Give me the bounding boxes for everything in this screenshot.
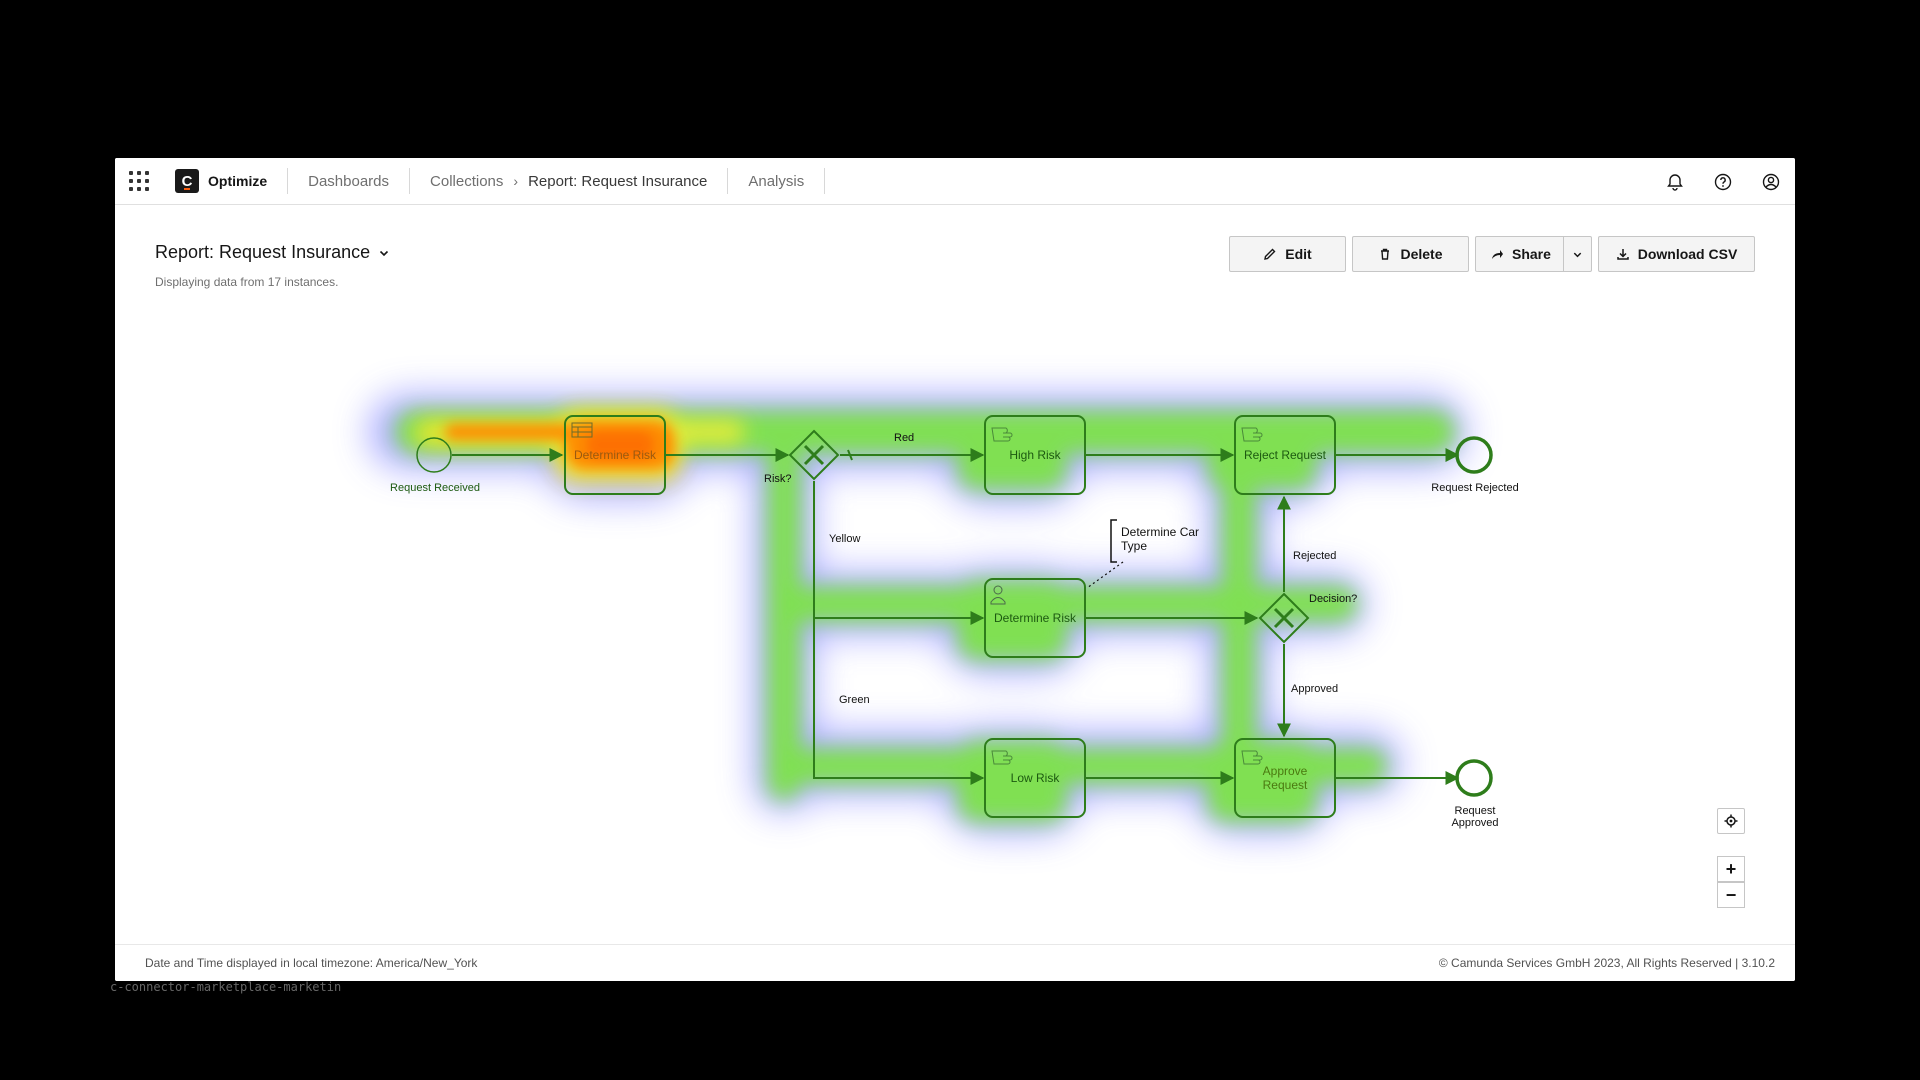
download-label: Download CSV	[1637, 246, 1738, 262]
end-event-rejected-label: Request Rejected	[1431, 482, 1518, 494]
flow-label-approved: Approved	[1291, 683, 1338, 695]
diagram-zoom-controls: + −	[1717, 808, 1745, 908]
pencil-icon	[1264, 248, 1276, 260]
nav-collections[interactable]: Collections	[430, 172, 504, 190]
flow-label-rejected: Rejected	[1293, 550, 1336, 562]
crosshair-icon	[1724, 814, 1738, 828]
share-arrow-icon	[1492, 250, 1503, 259]
gateway-decision[interactable]	[1258, 592, 1310, 644]
app-switcher-button[interactable]	[115, 158, 163, 205]
task-reject-request[interactable]: Reject Request	[1234, 415, 1336, 495]
notifications-button[interactable]	[1651, 158, 1699, 205]
delete-button[interactable]: Delete	[1352, 236, 1469, 272]
divider	[824, 168, 826, 194]
sequence-flows	[452, 448, 1460, 785]
task-label: Determine Risk	[574, 448, 657, 462]
report-actions: Edit Delete Share Download CSV	[1229, 236, 1755, 272]
svg-text:Determine Car: Determine Car	[1121, 525, 1199, 539]
task-determine-risk-business-rule[interactable]: Determine Risk	[564, 415, 666, 495]
user-menu-button[interactable]	[1747, 158, 1795, 205]
chevron-right-icon: ›	[513, 173, 519, 189]
chevron-down-icon	[1573, 252, 1582, 257]
task-label: Approve	[1263, 764, 1308, 778]
manual-task-icon	[1241, 750, 1263, 765]
divider	[727, 168, 729, 194]
gateway-decision-label: Decision?	[1309, 593, 1357, 605]
flow-label-red: Red	[894, 432, 914, 444]
text-annotation: Determine Car Type	[1086, 519, 1199, 589]
download-csv-button[interactable]: Download CSV	[1598, 236, 1755, 272]
gateway-risk[interactable]	[788, 429, 840, 481]
task-low-risk[interactable]: Low Risk	[984, 738, 1086, 818]
end-event-approved-label: Request	[1455, 805, 1496, 817]
delete-label: Delete	[1400, 246, 1443, 262]
footer: Date and Time displayed in local timezon…	[115, 944, 1795, 981]
flow-label-green: Green	[839, 694, 870, 706]
zoom-in-button[interactable]: +	[1717, 856, 1745, 882]
chevron-down-icon	[380, 250, 389, 256]
grid-icon	[129, 171, 149, 191]
report-title: Report: Request Insurance	[155, 242, 371, 262]
manual-task-icon	[991, 427, 1013, 442]
task-label: High Risk	[1009, 448, 1061, 462]
bpmn-diagram[interactable]: Request Received Determine Risk Risk? Re…	[115, 158, 1795, 981]
share-dropdown-toggle[interactable]	[1563, 237, 1591, 271]
camunda-logo-icon: C	[175, 169, 199, 193]
brand-name: Optimize	[208, 173, 268, 189]
app-window: Request Received Determine Risk Risk? Re…	[115, 158, 1795, 981]
end-event-approved[interactable]	[1455, 759, 1493, 797]
timezone-note: Date and Time displayed in local timezon…	[145, 956, 478, 970]
background-terminal-text: c-connector-marketplace-marketin	[110, 980, 342, 994]
brand[interactable]: C Optimize	[163, 158, 287, 205]
download-icon	[1616, 249, 1629, 260]
share-label: Share	[1512, 246, 1551, 262]
flow-label-yellow: Yellow	[829, 533, 860, 545]
nav-analysis[interactable]: Analysis	[748, 172, 805, 190]
edit-button[interactable]: Edit	[1229, 236, 1346, 272]
start-event[interactable]	[416, 437, 452, 473]
edit-label: Edit	[1285, 246, 1312, 262]
top-nav-bar: C Optimize Dashboards Collections › Repo…	[115, 158, 1795, 205]
end-event-approved-label: Approved	[1451, 817, 1498, 829]
task-label: Determine Risk	[994, 611, 1077, 625]
trash-icon	[1381, 248, 1390, 260]
help-button[interactable]	[1699, 158, 1747, 205]
manual-task-icon	[991, 750, 1013, 765]
divider	[287, 168, 289, 194]
task-high-risk[interactable]: High Risk	[984, 415, 1086, 495]
svg-text:Type: Type	[1121, 539, 1147, 553]
table-icon	[571, 422, 593, 438]
copyright: © Camunda Services GmbH 2023, All Rights…	[1438, 956, 1775, 970]
share-main[interactable]: Share	[1476, 237, 1555, 271]
report-title-dropdown[interactable]: Report: Request Insurance	[155, 242, 390, 263]
manual-task-icon	[1241, 427, 1263, 442]
task-label: Request	[1263, 778, 1308, 792]
zoom-out-button[interactable]: −	[1717, 882, 1745, 908]
x-icon	[1273, 607, 1295, 629]
start-event-label: Request Received	[390, 482, 480, 494]
user-icon	[990, 585, 1006, 605]
breadcrumb-current[interactable]: Report: Request Insurance	[528, 172, 708, 190]
divider	[409, 168, 411, 194]
user-avatar-icon	[1762, 173, 1780, 190]
task-approve-request[interactable]: Approve Request	[1234, 738, 1336, 818]
end-event-rejected[interactable]	[1455, 436, 1493, 474]
share-button[interactable]: Share	[1475, 236, 1592, 272]
bell-icon	[1667, 173, 1683, 191]
task-label: Low Risk	[1011, 771, 1061, 785]
gateway-risk-label: Risk?	[764, 473, 792, 485]
fit-diagram-button[interactable]	[1717, 808, 1745, 834]
task-label: Reject Request	[1244, 448, 1327, 462]
header-actions	[1651, 158, 1795, 205]
task-determine-risk-user[interactable]: Determine Risk	[984, 578, 1086, 658]
x-icon	[803, 444, 825, 466]
nav-dashboards[interactable]: Dashboards	[308, 172, 390, 190]
breadcrumb: Collections › Report: Request Insurance	[410, 158, 727, 205]
help-icon	[1714, 173, 1732, 190]
report-instance-count: Displaying data from 17 instances.	[155, 275, 339, 289]
